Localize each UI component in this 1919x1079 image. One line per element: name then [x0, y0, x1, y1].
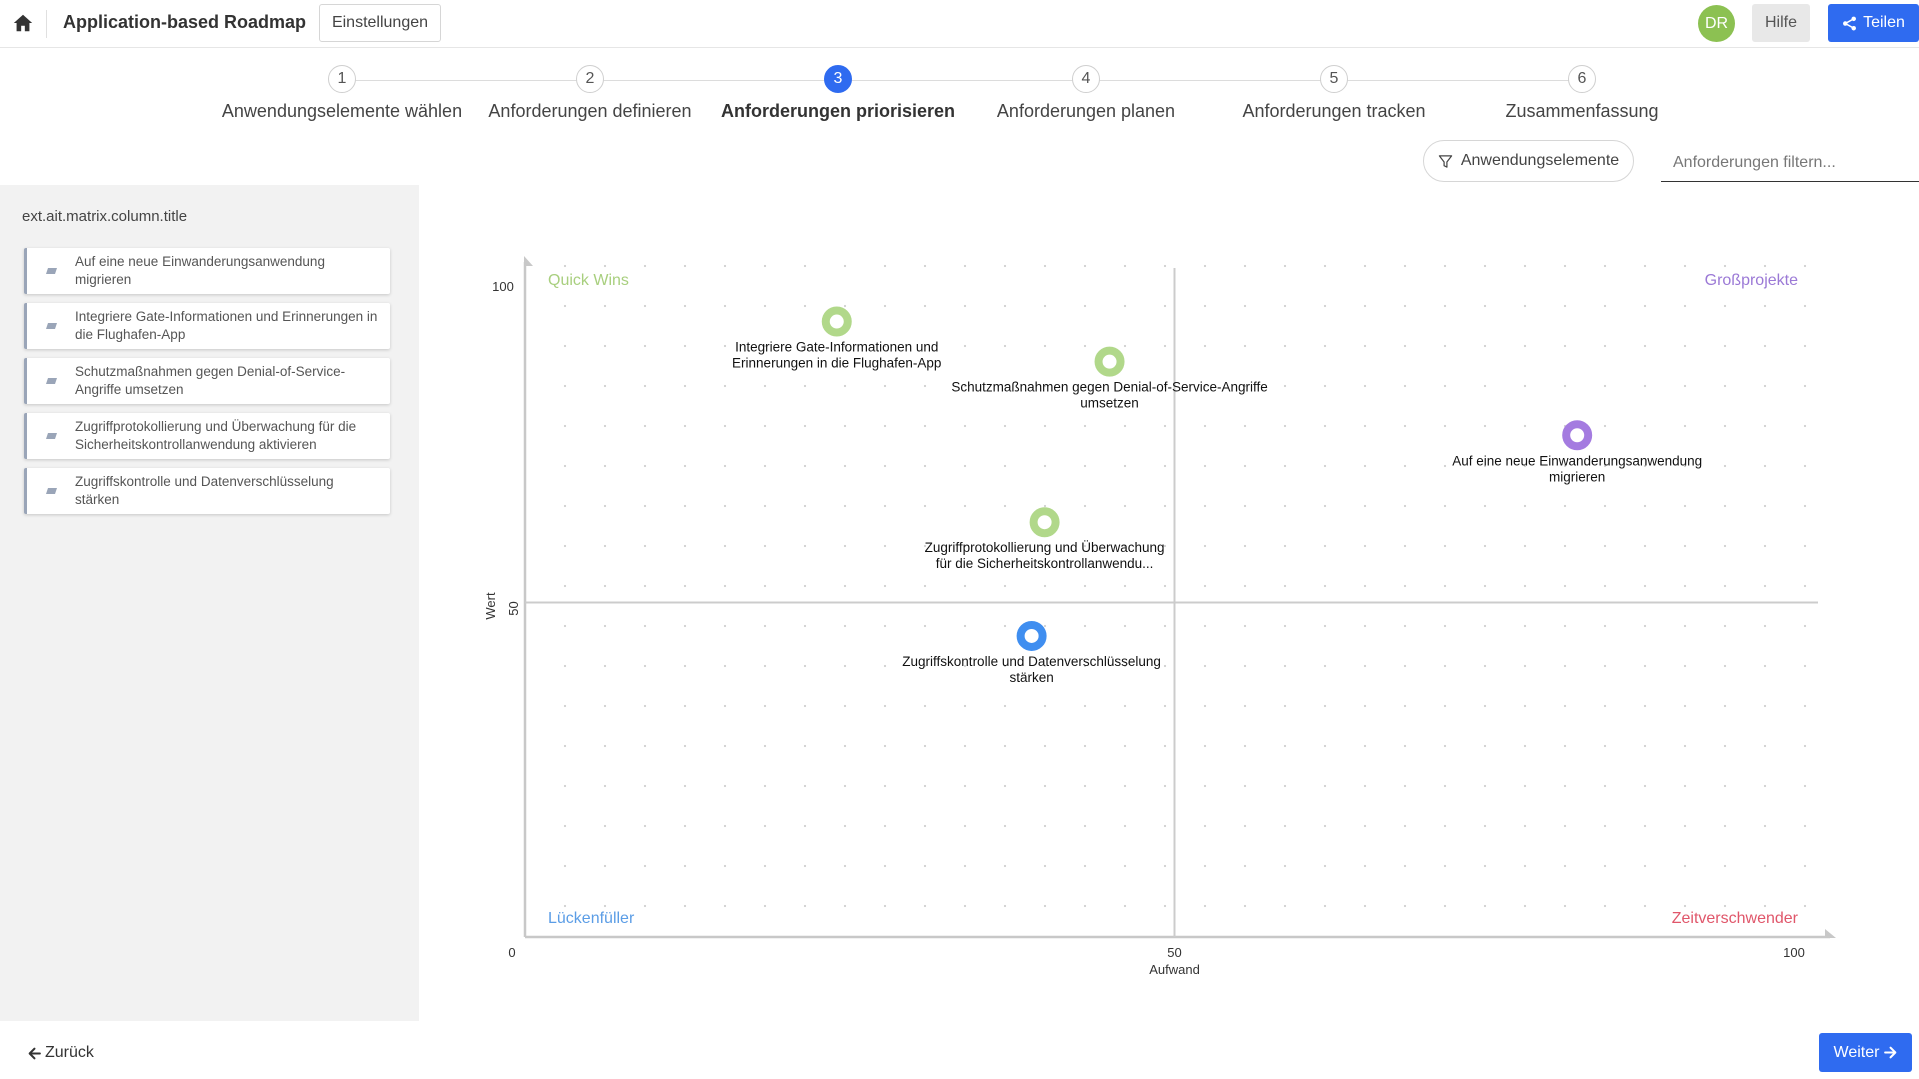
data-point-label: Zugriffskontrolle und Datenverschlüsselu… [902, 654, 1161, 669]
data-point[interactable] [1094, 346, 1125, 377]
data-point-label: Zugriffprotokollierung und Überwachung [925, 540, 1165, 555]
step-label: Anforderungen tracken [1242, 101, 1426, 121]
data-point-label: migrieren [1549, 469, 1605, 484]
home-icon[interactable] [12, 12, 34, 34]
data-point[interactable] [1016, 620, 1047, 651]
data-point-label: Erinnerungen in die Flughafen-App [732, 356, 941, 371]
stepper-line [342, 80, 1580, 81]
step-number: 4 [1072, 65, 1100, 93]
y-tick-label: 50 [506, 601, 521, 615]
card-label: Zugriffprotokollierung und Überwachung f… [75, 419, 357, 452]
quadrant-label-fill-ins: Lückenfüller [548, 910, 635, 927]
grid-dots [563, 264, 1807, 908]
y-tick-label: 100 [492, 279, 514, 294]
divider [46, 10, 47, 38]
top-bar: Application-based Roadmap Einstellungen … [0, 0, 1919, 48]
step-number: 1 [328, 65, 356, 93]
step-number: 3 [824, 65, 852, 93]
data-point[interactable] [1029, 507, 1060, 538]
column-title: ext.ait.matrix.column.title [22, 208, 188, 225]
x-tick-label: 50 [1167, 945, 1181, 960]
data-point-label: umsetzen [1080, 396, 1139, 411]
step-label: Zusammenfassung [1505, 101, 1659, 121]
card-bar-icon [27, 248, 75, 294]
quadrant-label-major-projects: Großprojekte [1705, 272, 1798, 289]
card-bar-icon [27, 358, 75, 404]
data-point-label: für die Sicherheitskontrollanwendu... [936, 556, 1154, 571]
y-axis-label: Wert [483, 592, 498, 620]
requirement-card[interactable]: Schutzmaßnahmen gegen Denial-of-Service-… [24, 358, 390, 404]
card-label: Schutzmaßnahmen gegen Denial-of-Service-… [75, 364, 346, 397]
requirement-card[interactable]: Integriere Gate-Informationen und Erinne… [24, 303, 390, 349]
data-point-label: Auf eine neue Einwanderungsanwendung [1452, 453, 1702, 468]
requirement-card[interactable]: Auf eine neue Einwanderungsanwendung mig… [24, 248, 390, 294]
data-point-label: Integriere Gate-Informationen und [735, 340, 938, 355]
filter-button-label: Anwendungselemente [1460, 152, 1620, 169]
step-label: Anforderungen priorisieren [720, 101, 956, 121]
settings-button[interactable]: Einstellungen [319, 4, 441, 42]
next-label: Weiter [1833, 1043, 1880, 1061]
x-axis-label: Aufwand [1149, 962, 1200, 977]
app-title: Application-based Roadmap [63, 12, 307, 32]
funnel-icon [1438, 154, 1453, 168]
quadrant-label-time-wasters: Zeitverschwender [1672, 910, 1799, 927]
requirement-card[interactable]: Zugriffprotokollierung und Überwachung f… [24, 413, 390, 459]
share-label: Teilen [1863, 14, 1905, 31]
back-button[interactable]: Zurück [28, 1038, 94, 1068]
card-bar-icon [27, 468, 75, 514]
arrow-right-icon [1884, 1046, 1897, 1059]
x-tick-label: 100 [1783, 945, 1805, 960]
quadrant-label-quick-wins: Quick Wins [548, 272, 629, 289]
x-tick-label: 0 [508, 945, 515, 960]
back-label: Zurück [45, 1044, 94, 1061]
step-label: Anwendungselemente wählen [221, 101, 463, 121]
arrow-left-icon [28, 1047, 41, 1059]
step-number: 2 [576, 65, 604, 93]
data-point[interactable] [821, 306, 852, 337]
application-elements-filter-button[interactable]: Anwendungselemente [1423, 140, 1634, 182]
card-label: Zugriffskontrolle und Datenverschlüsselu… [75, 474, 334, 507]
share-icon [1843, 16, 1857, 30]
share-button[interactable]: Teilen [1828, 4, 1919, 42]
step-label: Anforderungen definieren [488, 101, 692, 121]
y-axis-arrow [524, 256, 533, 266]
data-point[interactable] [1562, 420, 1593, 451]
next-button[interactable]: Weiter [1819, 1033, 1912, 1072]
card-bar-icon [27, 303, 75, 349]
requirement-card[interactable]: Zugriffskontrolle und Datenverschlüsselu… [24, 468, 390, 514]
card-bar-icon [27, 413, 75, 459]
requirements-filter-input[interactable] [1661, 144, 1919, 182]
card-label: Auf eine neue Einwanderungsanwendung mig… [75, 254, 325, 287]
avatar[interactable]: DR [1698, 5, 1735, 42]
left-panel: ext.ait.matrix.column.title Auf eine neu… [0, 185, 419, 1021]
step-label: Anforderungen planen [996, 101, 1176, 121]
data-point-label: Schutzmaßnahmen gegen Denial-of-Service-… [951, 380, 1267, 395]
card-label: Integriere Gate-Informationen und Erinne… [75, 309, 378, 342]
step-number: 6 [1568, 65, 1596, 93]
x-axis-arrow [1825, 929, 1836, 938]
help-button[interactable]: Hilfe [1752, 4, 1810, 42]
step-number: 5 [1320, 65, 1348, 93]
data-point-label: stärken [1009, 670, 1053, 685]
